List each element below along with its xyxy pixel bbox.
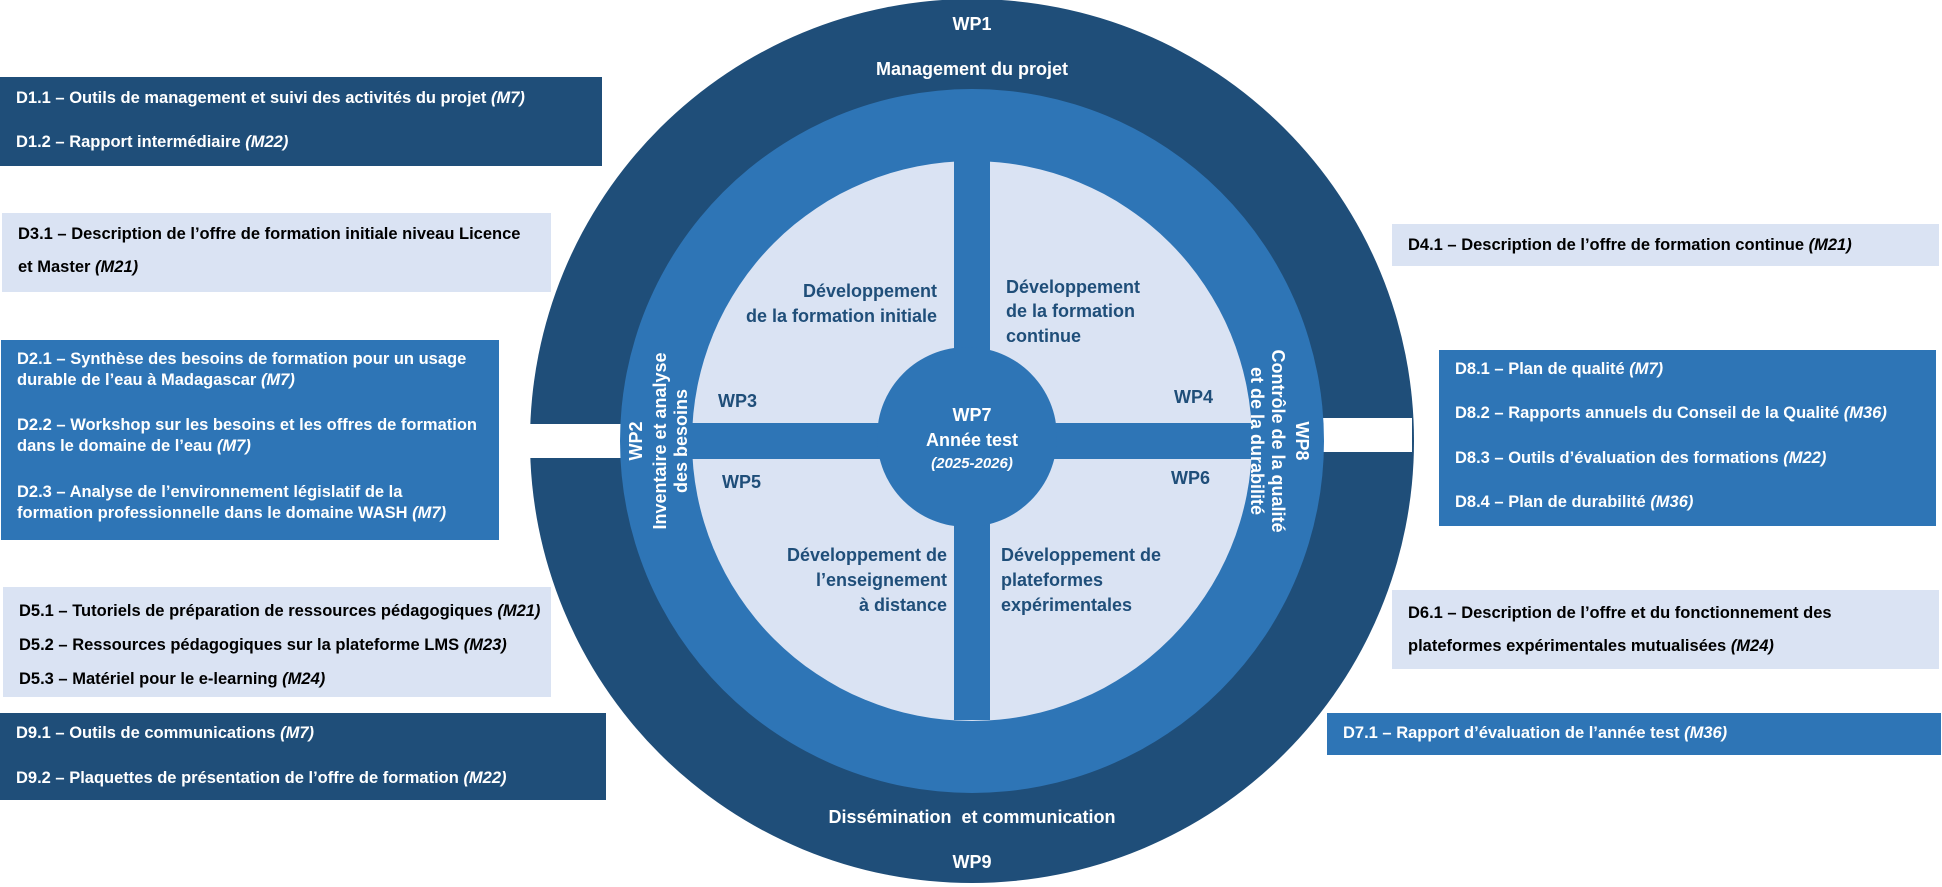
wp4-title-line1: Développement — [1006, 277, 1140, 297]
wp3-code: WP3 — [718, 391, 757, 411]
wp1-title: Management du projet — [876, 59, 1068, 79]
wp6-title-line1: Développement de — [1001, 545, 1161, 565]
deliverable-d6-1: D6.1 – Description de l’offre et du fonc… — [1408, 604, 1832, 655]
wp4-title-line2: de la formation — [1006, 301, 1135, 321]
wp4-code: WP4 — [1174, 387, 1213, 407]
wp5-code: WP5 — [722, 472, 761, 492]
deliverable-d8-3: D8.3 – Outils d’évaluation des formation… — [1455, 449, 1827, 467]
wp2-title-line2: des besoins — [671, 389, 691, 493]
wp7-code: WP7 — [952, 405, 991, 425]
deliverable-d4-1: D4.1 – Description de l’offre de formati… — [1408, 236, 1852, 254]
deliverable-d7-1: D7.1 – Rapport d’évaluation de l’année t… — [1343, 724, 1728, 742]
wp6-title-line2: plateformes — [1001, 570, 1103, 590]
wp5-title-line3: à distance — [859, 595, 947, 615]
deliverables-wp2-box: D2.1 – Synthèse des besoins de formation… — [1, 340, 499, 540]
deliverables-wp9-box: D9.1 – Outils de communications (M7) D9.… — [0, 713, 606, 800]
wp5-title-line1: Développement de — [787, 545, 947, 565]
wp9-title: Dissémination et communication — [828, 807, 1115, 827]
center-circle — [877, 347, 1057, 527]
deliverables-wp8-box: D8.1 – Plan de qualité (M7) D8.2 – Rappo… — [1439, 350, 1936, 526]
wp6-code: WP6 — [1171, 468, 1210, 488]
deliverables-wp4-box: D4.1 – Description de l’offre de formati… — [1392, 224, 1939, 266]
deliverable-d2-3: D2.3 – Analyse de l’environnement législ… — [17, 483, 447, 522]
deliverables-wp5-box: D5.1 – Tutoriels de préparation de resso… — [3, 587, 551, 697]
wp2-title-line1: Inventaire et analyse — [650, 352, 670, 529]
deliverables-wp6-box: D6.1 – Description de l’offre et du fonc… — [1392, 590, 1939, 669]
deliverable-d8-1: D8.1 – Plan de qualité (M7) — [1455, 360, 1664, 378]
deliverable-d2-2: D2.2 – Workshop sur les besoins et les o… — [17, 416, 477, 455]
wp3-title-line1: Développement — [803, 281, 937, 301]
deliverable-d3-1: D3.1 – Description de l’offre de formati… — [18, 225, 521, 276]
deliverables-wp1-box: D1.1 – Outils de management et suivi des… — [0, 77, 602, 166]
deliverables-wp3-box: D3.1 – Description de l’offre de formati… — [2, 213, 551, 292]
wp8-code: WP8 — [1292, 421, 1312, 460]
deliverable-d8-2: D8.2 – Rapports annuels du Conseil de la… — [1455, 404, 1887, 422]
deliverable-d8-4: D8.4 – Plan de durabilité (M36) — [1455, 493, 1694, 511]
wp4-title-line3: continue — [1006, 326, 1081, 346]
deliverable-d5-1: D5.1 – Tutoriels de préparation de resso… — [19, 602, 541, 620]
wp8-title-line2: et de la durabilité — [1247, 367, 1267, 515]
wp2-code: WP2 — [626, 421, 646, 460]
deliverable-d2-1: D2.1 – Synthèse des besoins de formation… — [17, 350, 467, 389]
wp1-code: WP1 — [952, 14, 991, 34]
deliverable-d1-1: D1.1 – Outils de management et suivi des… — [16, 89, 525, 107]
deliverable-d9-1: D9.1 – Outils de communications (M7) — [16, 724, 314, 742]
wp8-title-line1: Contrôle de la qualité — [1268, 349, 1288, 532]
wp6-title-line3: expérimentales — [1001, 595, 1132, 615]
deliverable-d5-2: D5.2 – Ressources pédagogiques sur la pl… — [19, 636, 507, 654]
deliverable-d5-3: D5.3 – Matériel pour le e-learning (M24) — [19, 670, 326, 688]
deliverable-d9-2: D9.2 – Plaquettes de présentation de l’o… — [16, 769, 507, 787]
wp9-code: WP9 — [952, 852, 991, 872]
deliverable-d1-2: D1.2 – Rapport intermédiaire (M22) — [16, 133, 289, 151]
deliverables-wp7-box: D7.1 – Rapport d’évaluation de l’année t… — [1327, 713, 1941, 755]
wp7-title: Année test — [926, 430, 1018, 450]
wp7-period: (2025-2026) — [931, 455, 1013, 472]
wp3-title-line2: de la formation initiale — [746, 306, 937, 326]
wp5-title-line2: l’enseignement — [816, 570, 947, 590]
